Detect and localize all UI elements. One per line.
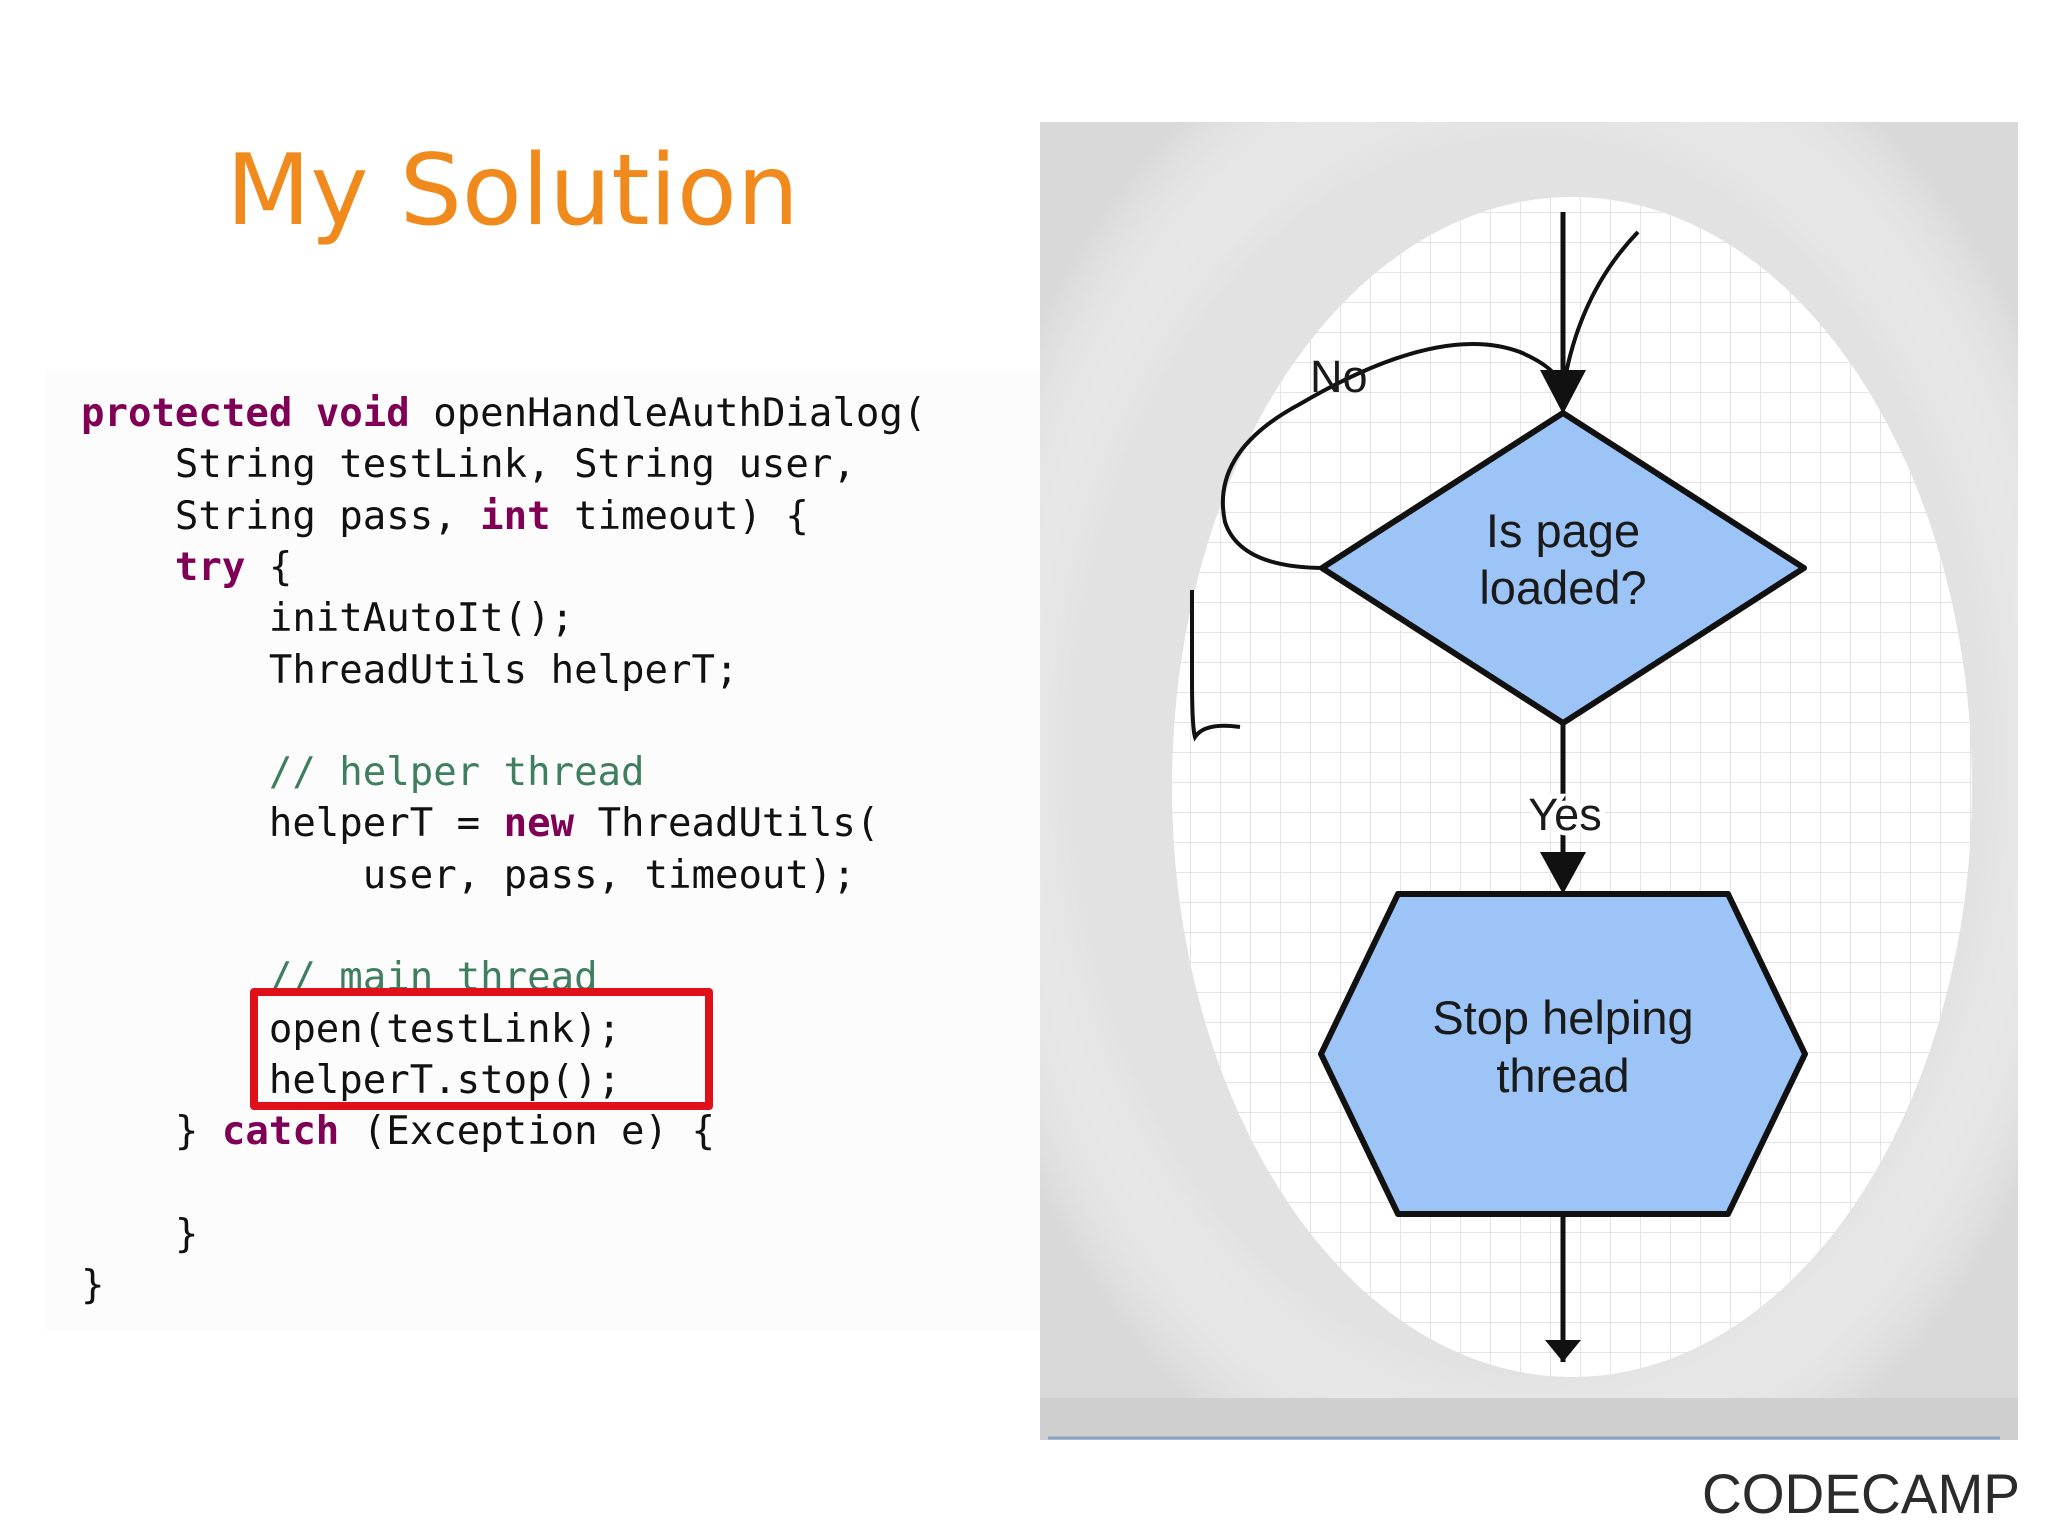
code-line: ThreadUtils helperT;: [81, 645, 739, 697]
flow-bottom-shadow: [1040, 1398, 2018, 1440]
code-line: helperT = new ThreadUtils(: [81, 798, 880, 850]
code-keyword: try: [174, 544, 269, 590]
code-text: helperT.stop();: [81, 1057, 622, 1103]
code-line: }: [81, 1209, 199, 1261]
code-text: openHandleAuthDialog(: [433, 391, 927, 436]
code-lines: protected void openHandleAuthDialog( Str…: [45, 370, 1045, 1330]
codecamp-logo: CODECAMP: [1702, 1462, 2020, 1525]
code-text: [81, 545, 175, 590]
process-text-1: Stop helping: [1432, 991, 1693, 1044]
code-text: ThreadUtils helperT;: [81, 647, 739, 693]
flowchart: Is page loaded? No Yes Stop helping thre…: [1040, 122, 2018, 1440]
flowchart-svg: Is page loaded? No Yes Stop helping thre…: [1040, 122, 2018, 1440]
code-line: String pass, int timeout) {: [81, 491, 809, 543]
code-line: // helper thread: [81, 747, 645, 799]
code-line: String testLink, String user,: [81, 439, 856, 491]
no-loop-connector: [1220, 342, 1562, 570]
decision-text-1: Is page: [1486, 504, 1640, 557]
code-line: protected void openHandleAuthDialog(: [81, 388, 926, 440]
code-snippet: protected void openHandleAuthDialog( Str…: [45, 370, 1045, 1330]
slide-title: My Solution: [226, 134, 799, 248]
process-text-2: thread: [1496, 1049, 1629, 1102]
left-partial-connector: [1190, 590, 1241, 742]
entry-arrowhead: [1540, 370, 1586, 414]
code-text: user, pass, timeout);: [81, 852, 856, 898]
code-line: }: [81, 1260, 104, 1312]
code-keyword: protected: [81, 391, 316, 436]
code-keyword: new: [503, 801, 598, 847]
exit-arrowhead: [1545, 1340, 1581, 1362]
code-keyword: void: [315, 391, 434, 436]
code-text: initAutoIt();: [81, 596, 575, 642]
code-text: helperT =: [81, 801, 504, 847]
code-text: }: [81, 1263, 105, 1309]
code-line: try {: [81, 542, 292, 594]
code-text: }: [81, 1109, 222, 1155]
code-line: helperT.stop();: [81, 1055, 621, 1107]
logo-text: CODECAMP: [1702, 1462, 2020, 1525]
code-text: {: [268, 544, 293, 590]
code-line: user, pass, timeout);: [81, 850, 856, 902]
code-keyword: int: [480, 493, 575, 539]
highlight-box: [250, 988, 713, 1110]
code-text: timeout) {: [574, 493, 809, 539]
code-keyword: catch: [221, 1109, 363, 1155]
yes-arrowhead: [1540, 852, 1586, 894]
flow-vignette: [1040, 122, 2018, 1440]
code-line: open(testLink);: [81, 1004, 621, 1056]
code-text: String testLink, String user,: [81, 442, 856, 488]
code-text: (Exception e) {: [362, 1109, 715, 1155]
code-line: initAutoIt();: [81, 593, 574, 645]
code-comment: // helper thread: [81, 750, 645, 796]
code-text: ThreadUtils(: [597, 801, 880, 847]
decision-text-2: loaded?: [1479, 561, 1646, 614]
code-text: open(testLink);: [81, 1006, 622, 1052]
code-text: }: [81, 1211, 199, 1257]
no-label: No: [1310, 351, 1368, 402]
yes-label: Yes: [1528, 789, 1601, 840]
process-node: [1318, 891, 1808, 1217]
code-text: String pass,: [81, 493, 481, 539]
code-line: } catch (Exception e) {: [81, 1106, 715, 1158]
incoming-curve: [1562, 230, 1640, 385]
